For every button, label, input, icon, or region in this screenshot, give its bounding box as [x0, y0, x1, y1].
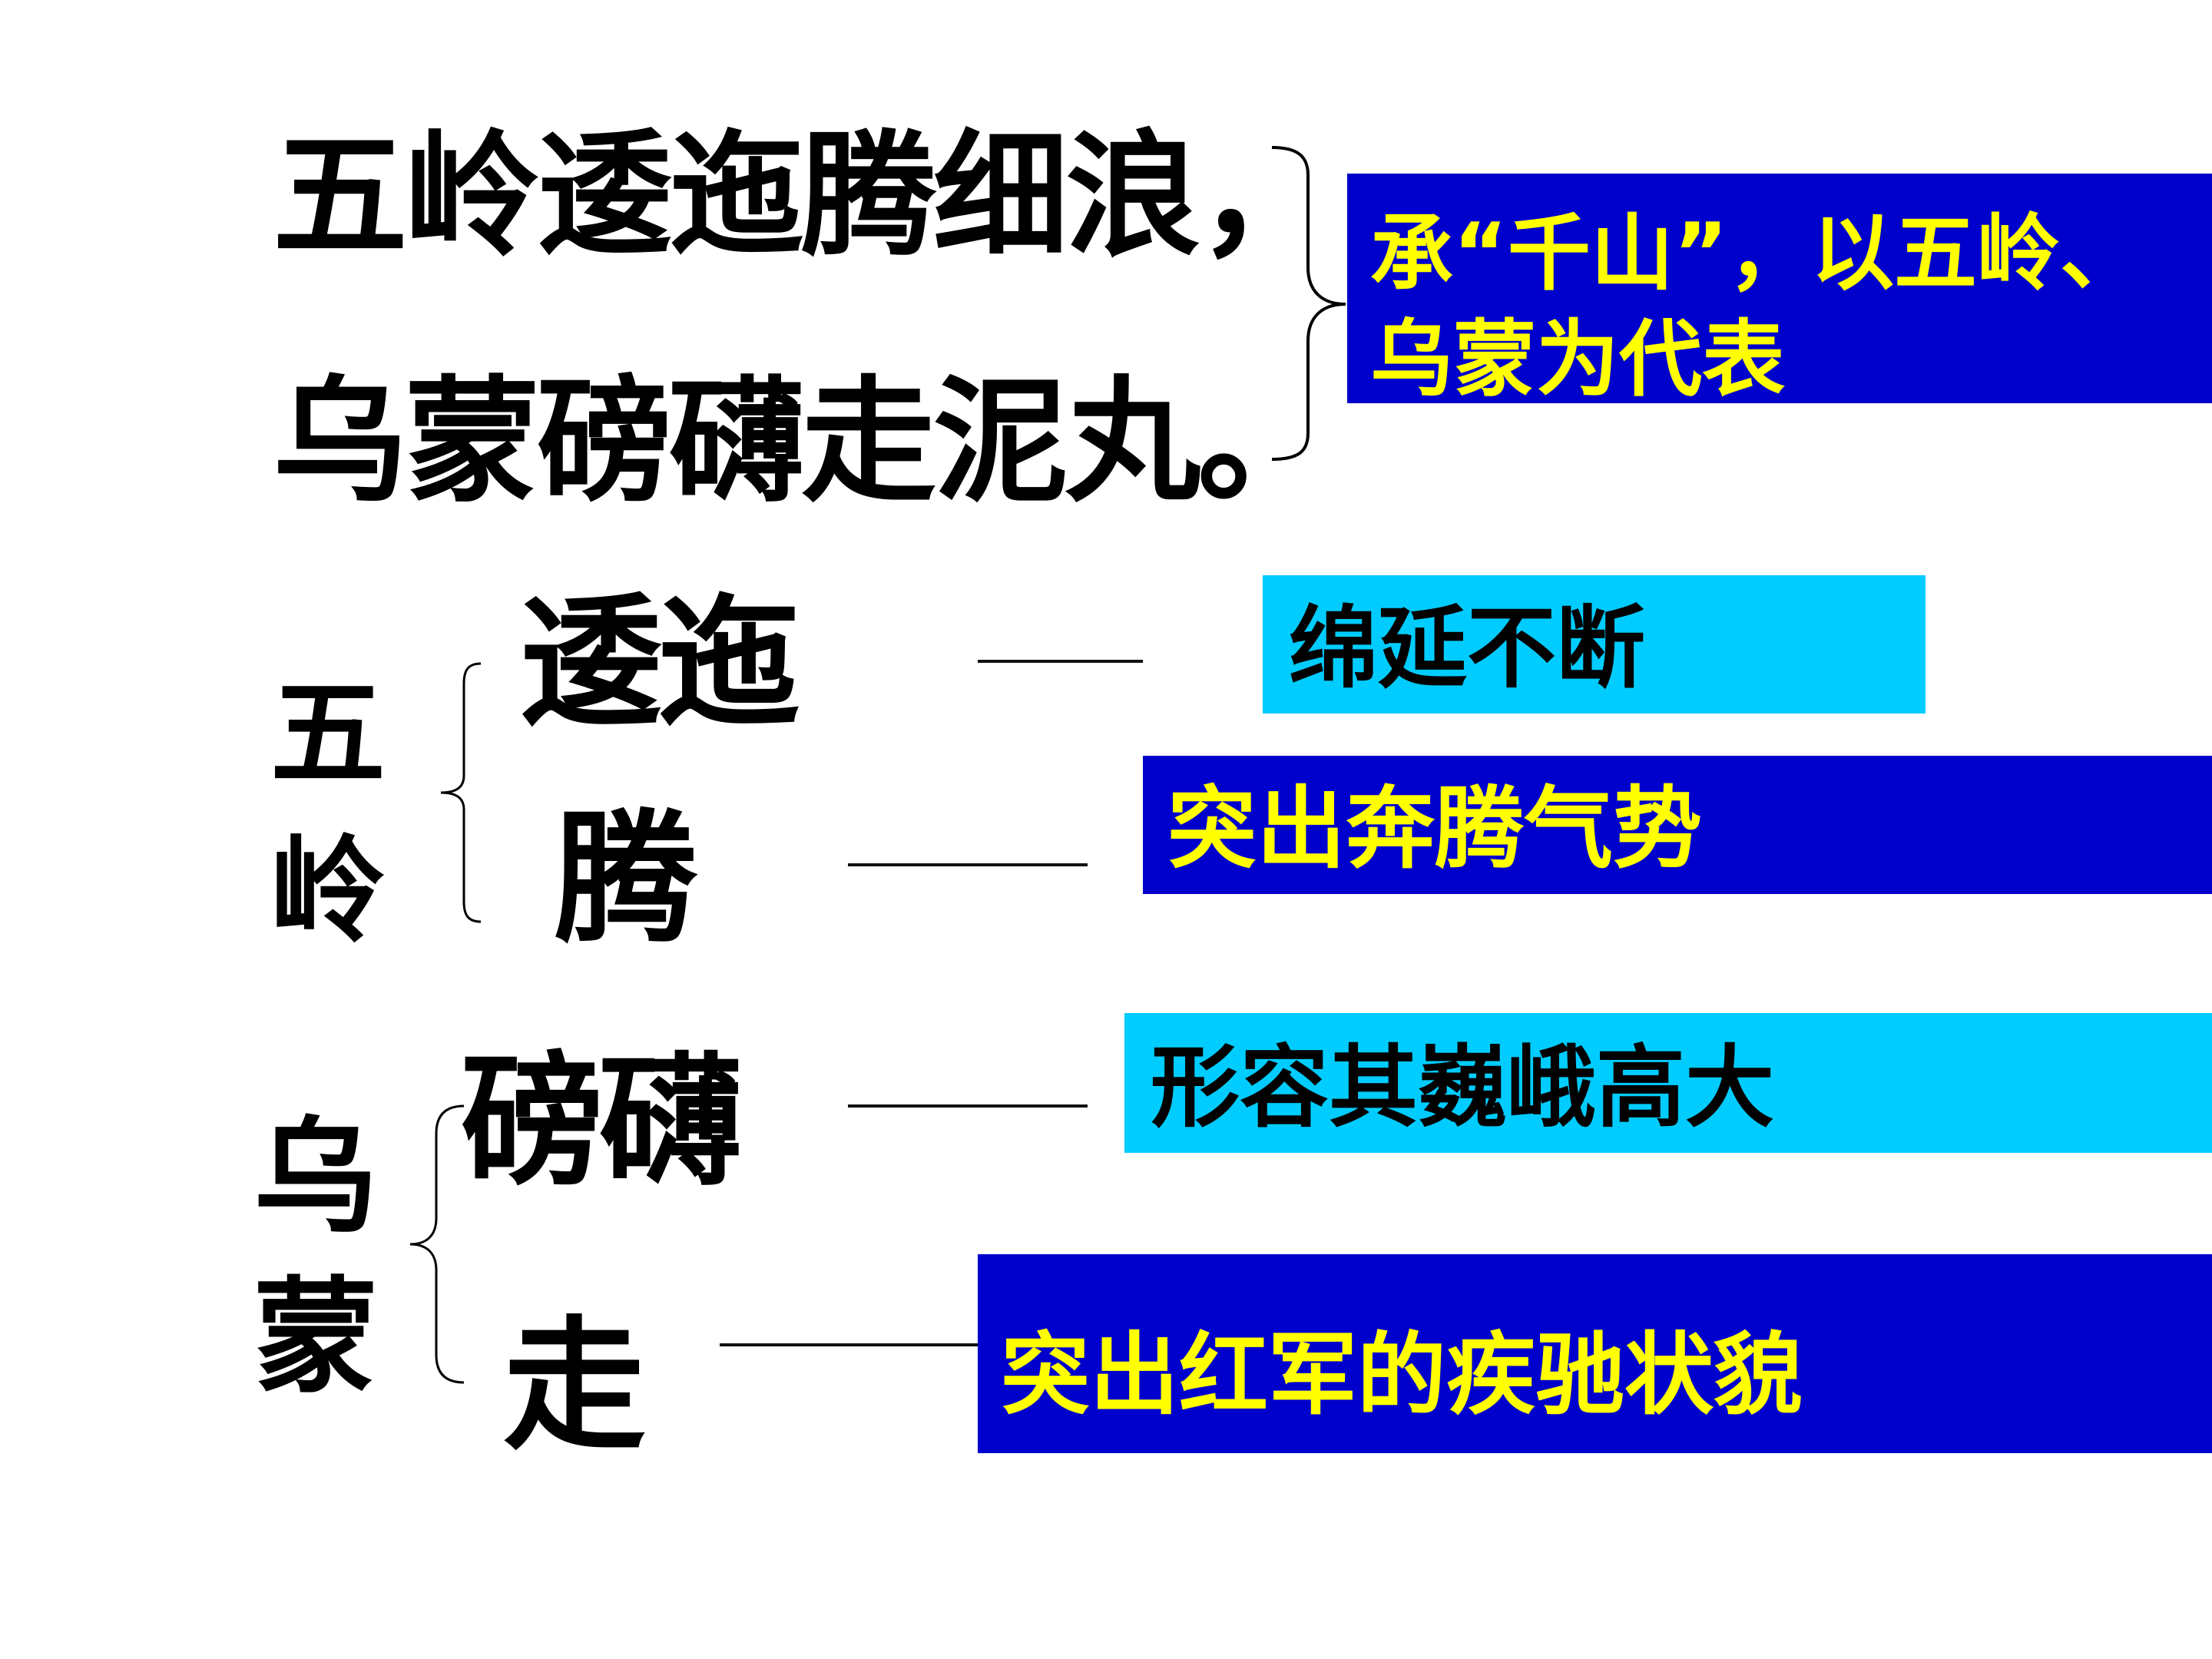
group-label-wuling-char-1: 五 — [270, 666, 386, 801]
summary-line-2: 乌蒙为代表 — [1370, 312, 1786, 408]
explanation-box-zou: 突出红军的疾驰状貌 — [978, 1254, 2212, 1453]
explanation-box-teng: 突出奔腾气势 — [1143, 756, 2212, 894]
explanation-box-weiyi: 绵延不断 — [1263, 575, 1926, 714]
explanation-box-pangbo: 形容其巍峨高大 — [1124, 1013, 2212, 1153]
group-label-wuling-char-2: 岭 — [270, 823, 386, 959]
poem-line-1: 五岭逶迤腾细浪， — [273, 118, 1333, 275]
connector-line — [848, 1104, 1088, 1108]
connector-line — [978, 660, 1143, 663]
left-brace-icon — [409, 1104, 465, 1384]
right-brace-icon — [1271, 146, 1346, 461]
connector-line — [848, 863, 1088, 866]
keyword-zou: 走 — [503, 1303, 646, 1469]
connector-line — [720, 1343, 978, 1346]
keyword-teng: 腾 — [555, 796, 697, 962]
summary-box: 承“千山”，以五岭、 乌蒙为代表 — [1347, 174, 2212, 408]
poem-line-2: 乌蒙磅礴走泥丸。 — [273, 363, 1333, 521]
keyword-pangbo: 磅礴 — [461, 1038, 742, 1205]
keyword-weiyi: 逶迤 — [519, 581, 800, 747]
group-label-wumeng-char-2: 蒙 — [253, 1264, 378, 1410]
summary-line-1: 承“千山”，以五岭、 — [1370, 206, 2143, 302]
left-brace-icon — [440, 662, 482, 923]
group-label-wumeng-char-1: 乌 — [253, 1104, 378, 1250]
